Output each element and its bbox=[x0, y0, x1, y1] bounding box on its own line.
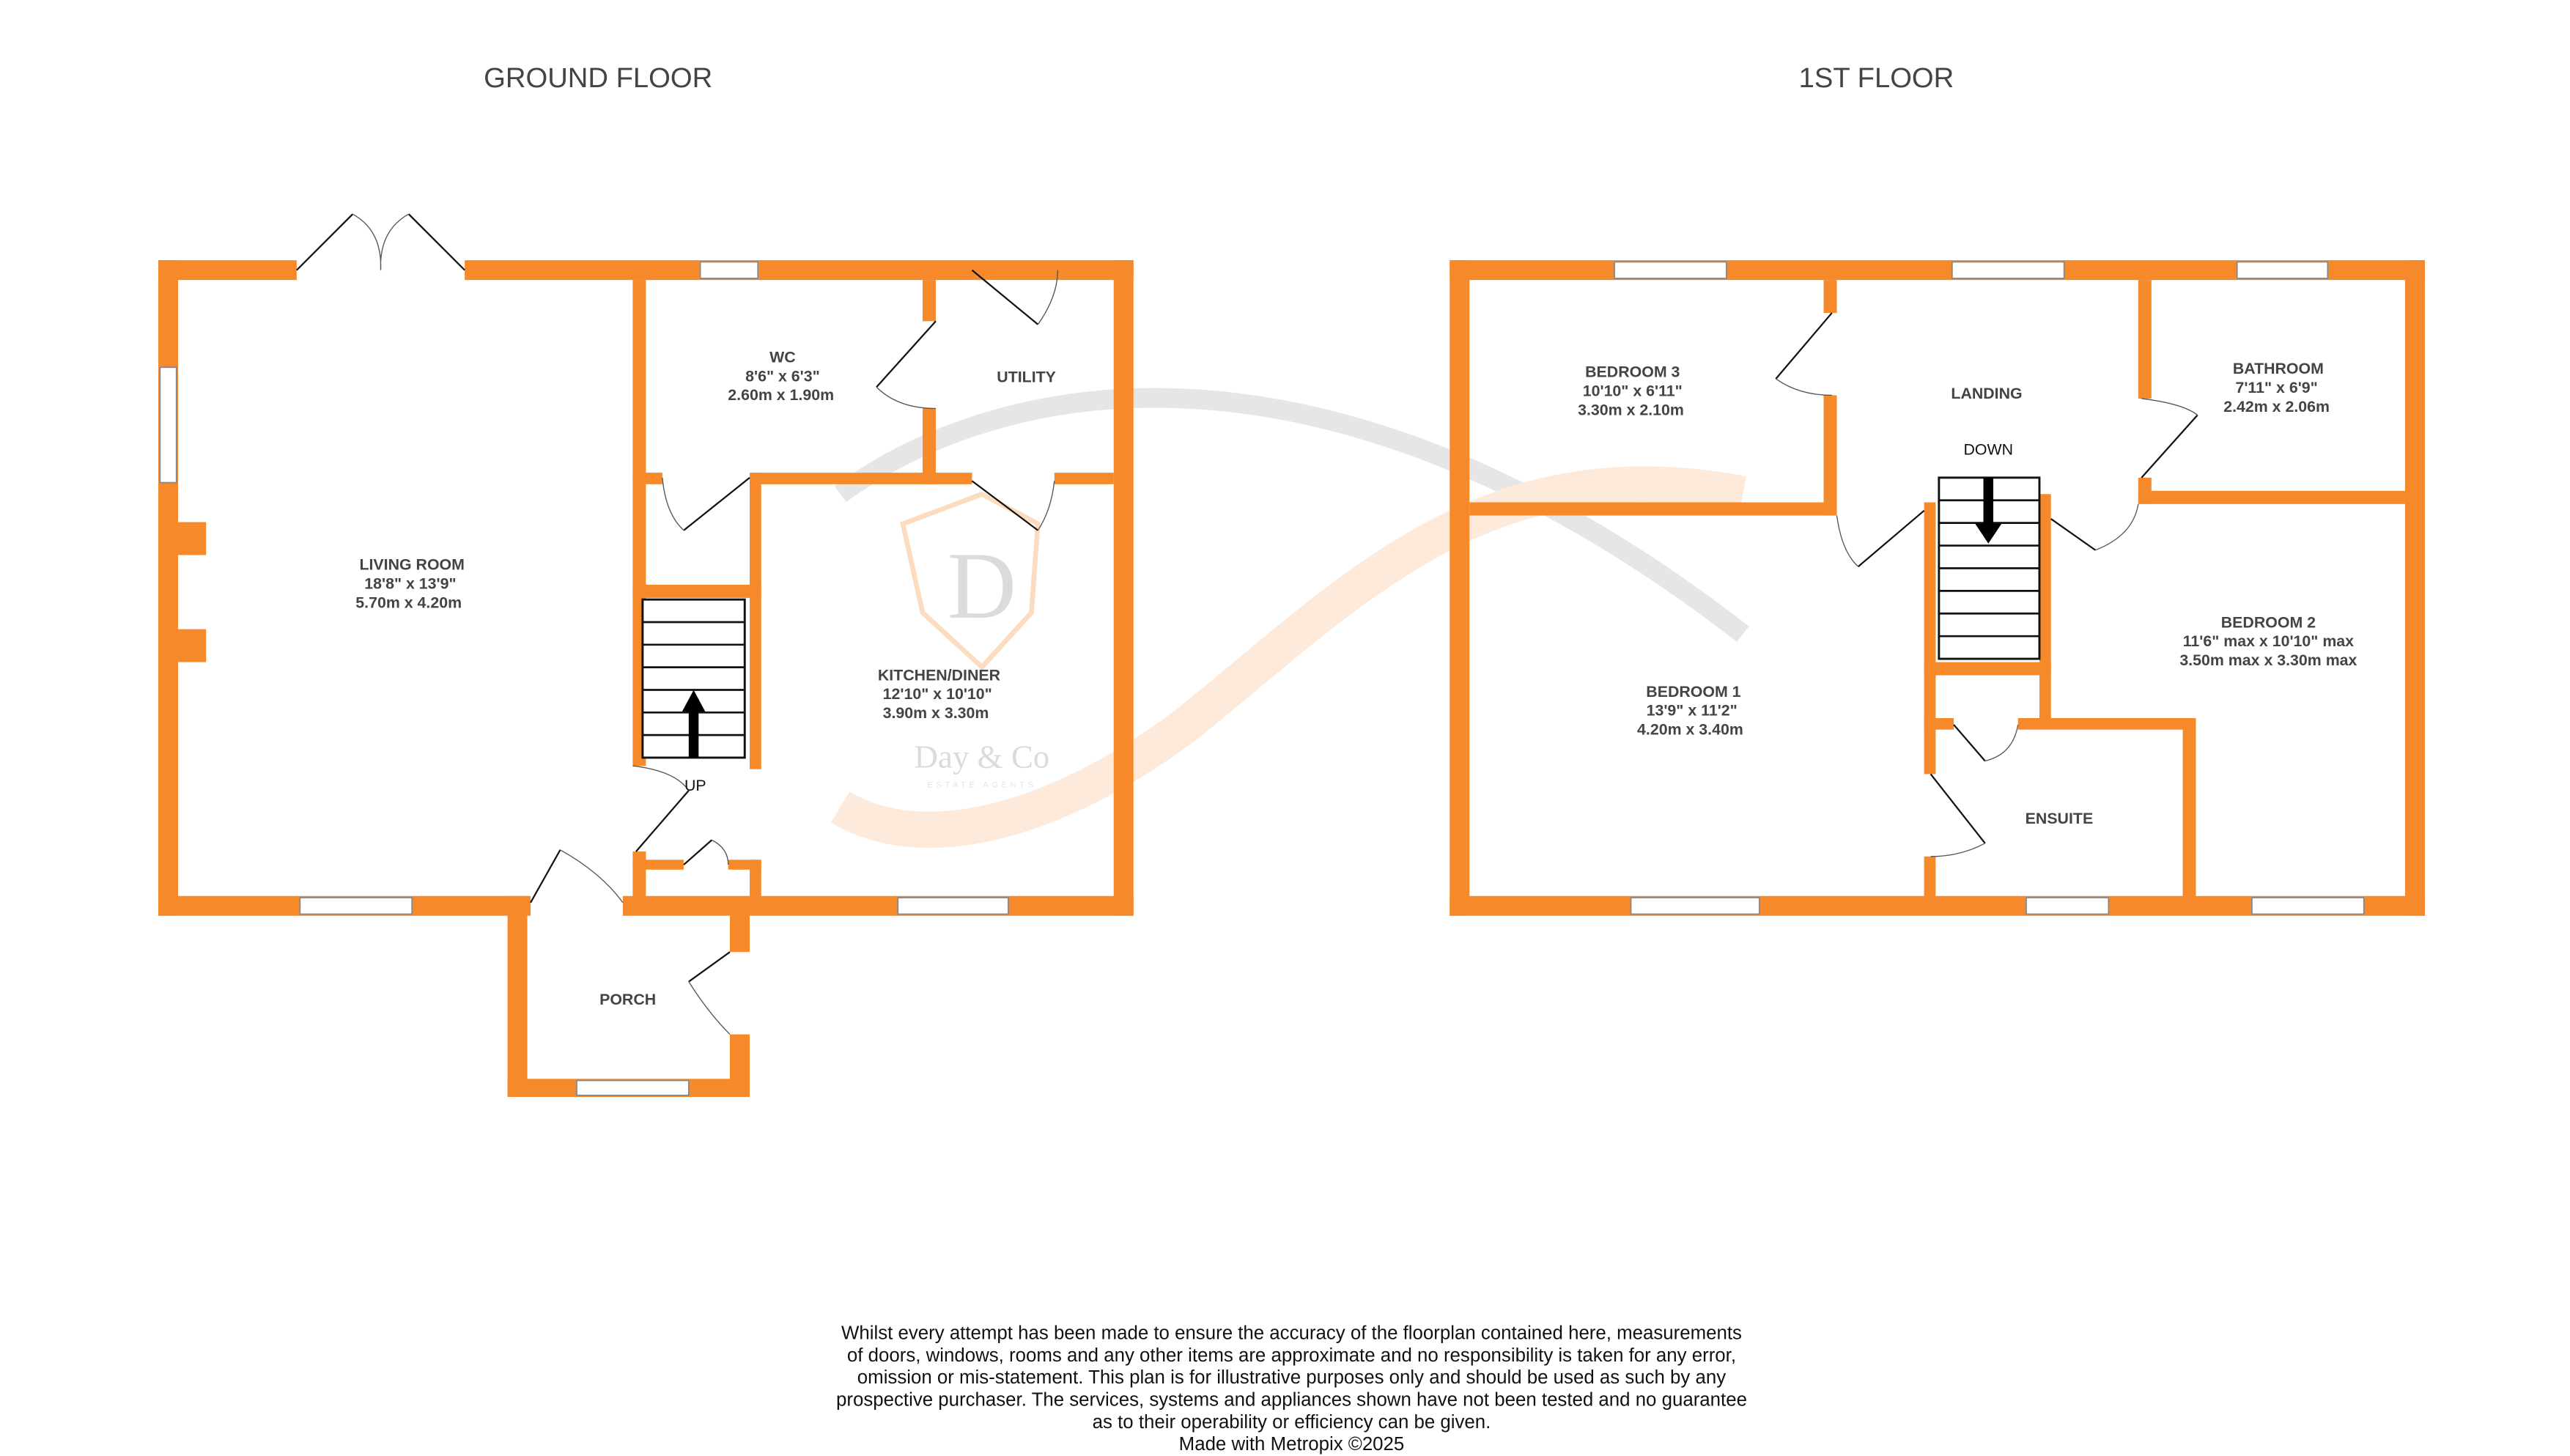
room-name: LIVING ROOM bbox=[359, 556, 464, 574]
room-utility: UTILITY bbox=[997, 368, 1056, 385]
room-name: BATHROOM bbox=[2233, 360, 2324, 377]
room-dimensions-imperial: 10'10" x 6'11" bbox=[1583, 383, 1683, 400]
room-dimensions-metric: 4.20m x 3.40m bbox=[1637, 720, 1743, 738]
room-dimensions-metric: 5.70m x 4.20m bbox=[355, 594, 462, 611]
first-floor-title: 1ST FLOOR bbox=[1799, 62, 1954, 94]
room-living-room: LIVING ROOM 18'8" x 13'9" 5.70m x 4.20m bbox=[355, 556, 465, 612]
room-dimensions-imperial: 11'6" max x 10'10" max bbox=[2183, 632, 2354, 650]
room-bedroom-1: BEDROOM 1 13'9" x 11'2" 4.20m x 3.40m bbox=[1637, 683, 1743, 739]
room-dimensions-metric: 3.50m max x 3.30m max bbox=[2179, 651, 2357, 669]
watermark-monogram: D bbox=[948, 533, 1016, 639]
room-name: UTILITY bbox=[997, 368, 1056, 385]
room-name: BEDROOM 1 bbox=[1646, 683, 1740, 701]
room-dimensions-metric: 2.42m x 2.06m bbox=[2223, 398, 2330, 415]
room-name: WC bbox=[769, 349, 796, 366]
stair-up-arrow-icon bbox=[682, 690, 706, 758]
disclaimer-line: Whilst every attempt has been made to en… bbox=[841, 1323, 1742, 1343]
room-dimensions-imperial: 12'10" x 10'10" bbox=[883, 685, 992, 703]
room-dimensions-metric: 3.30m x 2.10m bbox=[1578, 401, 1684, 418]
ground-floor-doors bbox=[296, 213, 1058, 1035]
shield-icon bbox=[900, 491, 1041, 671]
ground-floor-walls bbox=[158, 260, 1134, 1097]
room-dimensions-imperial: 7'11" x 6'9" bbox=[2235, 379, 2317, 396]
room-name: BEDROOM 2 bbox=[2221, 613, 2316, 631]
room-name: BEDROOM 3 bbox=[1585, 363, 1680, 381]
disclaimer-line: omission or mis-statement. This plan is … bbox=[857, 1367, 1726, 1388]
room-ensuite: ENSUITE bbox=[2026, 810, 2094, 827]
first-floor-walls bbox=[1450, 260, 2425, 916]
room-wc: WC 8'6" x 6'3" 2.60m x 1.90m bbox=[728, 349, 834, 404]
room-porch: PORCH bbox=[599, 991, 656, 1008]
watermark-logo: D Day & Co ESTATE AGENTS bbox=[830, 388, 1749, 848]
room-bedroom-3: BEDROOM 3 10'10" x 6'11" 3.30m x 2.10m bbox=[1578, 363, 1684, 419]
room-landing: LANDING bbox=[1951, 385, 2022, 402]
room-dimensions-metric: 2.60m x 1.90m bbox=[728, 386, 834, 404]
room-dimensions-imperial: 13'9" x 11'2" bbox=[1647, 702, 1738, 720]
room-name: PORCH bbox=[599, 991, 656, 1008]
ground-floor-stairs: UP bbox=[641, 598, 746, 794]
stair-up-label: UP bbox=[684, 777, 706, 794]
first-floor-doors bbox=[1775, 312, 2198, 857]
disclaimer-line: of doors, windows, rooms and any other i… bbox=[847, 1345, 1736, 1366]
watermark-tagline: ESTATE AGENTS bbox=[927, 780, 1036, 789]
room-dimensions-imperial: 8'6" x 6'3" bbox=[745, 367, 820, 385]
ground-floor-title: GROUND FLOOR bbox=[484, 62, 712, 94]
room-dimensions-imperial: 18'8" x 13'9" bbox=[364, 575, 456, 593]
disclaimer-line: prospective purchaser. The services, sys… bbox=[836, 1389, 1747, 1410]
stair-down-arrow-icon bbox=[1975, 477, 2002, 544]
room-name: KITCHEN/DINER bbox=[878, 666, 1000, 684]
room-bathroom: BATHROOM 7'11" x 6'9" 2.42m x 2.06m bbox=[2223, 360, 2330, 415]
stair-down-label: DOWN bbox=[1963, 440, 2013, 458]
watermark-brand: Day & Co bbox=[915, 738, 1050, 775]
disclaimer-line: as to their operability or efficiency ca… bbox=[1093, 1412, 1491, 1433]
room-name: LANDING bbox=[1951, 385, 2022, 402]
disclaimer: Whilst every attempt has been made to en… bbox=[836, 1323, 1747, 1455]
room-dimensions-metric: 3.90m x 3.30m bbox=[883, 704, 989, 722]
metropix-credit: Made with Metropix ©2025 bbox=[1179, 1434, 1405, 1455]
room-kitchen-diner: KITCHEN/DINER 12'10" x 10'10" 3.90m x 3.… bbox=[878, 666, 1000, 722]
room-bedroom-2: BEDROOM 2 11'6" max x 10'10" max 3.50m m… bbox=[2179, 613, 2357, 669]
room-name: ENSUITE bbox=[2026, 810, 2094, 827]
first-floor-stairs: DOWN bbox=[1938, 440, 2041, 660]
